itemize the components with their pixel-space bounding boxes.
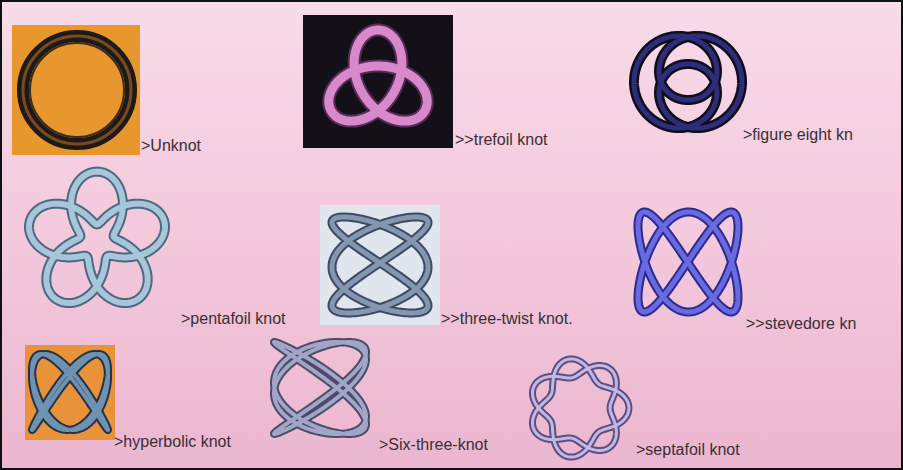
septafoil-tube: [532, 359, 628, 457]
unknot-ring-inner: [30, 43, 124, 137]
pentafoil-outline: [29, 172, 165, 303]
three-twist-outline: [332, 217, 428, 313]
knot-name: >>three-twist knot.: [441, 310, 573, 328]
knot-name: >figure eight kn: [743, 126, 853, 144]
hyperbolic-tube: [32, 354, 108, 430]
figure-eight-tube: [634, 36, 742, 128]
trefoil-backdrop: [303, 15, 453, 148]
knot-tubes: [29, 30, 742, 457]
unknot-backdrop: [12, 25, 140, 155]
six-three-outline: [274, 342, 366, 434]
knot-name: >pentafoil knot: [181, 310, 286, 328]
stevedore-outline: [638, 212, 738, 312]
hyperbolic-outline: [32, 354, 108, 430]
trefoil-outline: [329, 30, 427, 121]
hyperbolic-backdrop: [25, 345, 115, 440]
trefoil-tube: [329, 30, 427, 121]
figure-eight-outline: [634, 36, 742, 128]
unknot-ring: [23, 36, 131, 144]
knot-name: >hyperbolic knot: [114, 433, 231, 451]
six-three-tube: [274, 342, 366, 434]
three-twist-backdrop: [320, 205, 440, 325]
knot-name: >>trefoil knot: [455, 131, 548, 149]
unknot-ring-shine: [23, 36, 131, 144]
knot-name: >Six-three-knot: [379, 436, 488, 454]
stevedore-tube: [638, 212, 738, 312]
knot-name: >Unknot: [141, 137, 201, 155]
knot-name: >>stevedore kn: [746, 315, 856, 333]
three-twist-tube: [332, 217, 428, 313]
knot-name: >septafoil knot: [636, 441, 740, 459]
pentafoil-tube: [29, 172, 165, 303]
septafoil-outline: [532, 359, 628, 457]
